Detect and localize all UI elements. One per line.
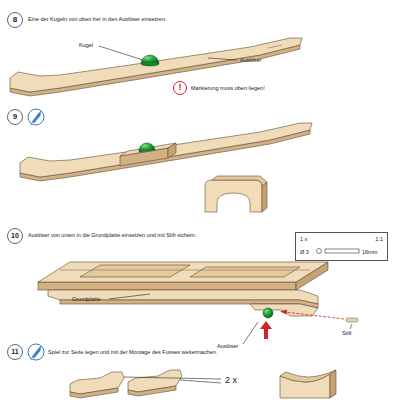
- illustration-part: [60, 270, 310, 271]
- node-text: 11: [11, 348, 18, 356]
- node-text: !: [179, 83, 182, 93]
- trigger-lever: [20, 123, 312, 181]
- ball: [141, 55, 159, 66]
- parts-box: 1 x 1:1 Ø 3 16mm: [295, 232, 388, 261]
- parts-text: 1:1: [375, 236, 383, 242]
- illustration-part: [350, 324, 352, 329]
- trigger-lever: [10, 38, 302, 96]
- illustration-part: [20, 123, 312, 177]
- illustration-part: [70, 388, 118, 398]
- insert-arrow: [260, 310, 344, 339]
- parts-symbol: [317, 249, 360, 254]
- illustration-part: [38, 262, 328, 282]
- base-plate: [38, 262, 328, 290]
- illustration-part: [109, 294, 150, 299]
- glue-icon: [28, 109, 44, 125]
- part-name: Kugel: [79, 42, 93, 48]
- ball: [139, 143, 155, 152]
- part-name: Grundplatte: [72, 296, 101, 302]
- illustration-part: [32, 111, 41, 123]
- illustration-part: [280, 370, 336, 382]
- side-piece: [70, 370, 182, 398]
- part-name: Auslöser: [240, 57, 261, 63]
- part-name: Stift: [342, 330, 351, 336]
- illustration-part: [263, 308, 273, 318]
- trigger-lever: [48, 290, 318, 316]
- illustration-part: [168, 143, 176, 158]
- illustration-part: [10, 38, 302, 92]
- quantity: 2 x: [225, 375, 237, 385]
- leader-lines: [124, 377, 221, 383]
- pin: [346, 318, 358, 322]
- arch-piece: [280, 370, 336, 398]
- illustration-part: [330, 370, 336, 398]
- illustration-part: [260, 321, 272, 339]
- illustration-part: [120, 143, 176, 156]
- illustration-part: [32, 346, 41, 358]
- parts-text: Ø 3: [300, 249, 309, 255]
- node-text: 10: [11, 232, 19, 240]
- illustration-part: [80, 265, 190, 277]
- illustration-part: [346, 318, 358, 322]
- ball: [263, 308, 273, 318]
- illustration-part: [190, 267, 300, 277]
- illustration-part: [180, 380, 221, 383]
- illustration-part: [212, 176, 267, 186]
- illustration-part: [262, 182, 267, 212]
- instruction-text: Auslöser von unten in die Grundplatte ei…: [28, 232, 196, 238]
- part-name: Auslöser: [217, 343, 238, 349]
- illustration-part: [205, 180, 262, 212]
- illustration-part: [99, 46, 143, 60]
- warning-note: Markierung muss oben liegen!: [191, 85, 265, 91]
- illustration-part: [31, 358, 32, 359]
- step-number: 11: [7, 344, 23, 360]
- illustration-part: [325, 249, 359, 253]
- parts-text: 1 x: [300, 236, 307, 242]
- illustration-part: [128, 386, 176, 396]
- instruction-text: Eine der Kugeln von oben her in den Ausl…: [28, 16, 167, 22]
- instruction-text: Spiel zur Seite legen und mit der Montag…: [48, 349, 217, 355]
- illustration-part: [208, 58, 237, 60]
- warning-sign: !: [173, 81, 187, 95]
- step-number: 10: [7, 228, 23, 244]
- illustration-part: [250, 304, 318, 316]
- illustration-part: [38, 282, 296, 290]
- illustration-part: [317, 249, 322, 254]
- bridge-block: [120, 143, 176, 166]
- illustration-part: [124, 377, 221, 379]
- illustration-part: [243, 322, 258, 344]
- node-text: 9: [13, 113, 17, 122]
- illustration-part: [285, 312, 344, 319]
- illustration-part: [268, 45, 282, 48]
- arch-piece: [205, 176, 267, 212]
- illustration-part: [28, 344, 44, 360]
- step-number: 8: [7, 12, 23, 28]
- illustration-part: [31, 123, 32, 124]
- leader-lines: [99, 46, 237, 60]
- step-number: 9: [7, 109, 23, 125]
- illustration-part: [141, 62, 159, 66]
- illustration-part: [28, 109, 44, 125]
- parts-text: 16mm: [362, 249, 377, 255]
- node-text: 8: [13, 16, 17, 25]
- glue-icon: [28, 344, 44, 360]
- leader-lines: [109, 294, 352, 344]
- illustration-part: [139, 143, 155, 152]
- illustration-part: [280, 310, 287, 315]
